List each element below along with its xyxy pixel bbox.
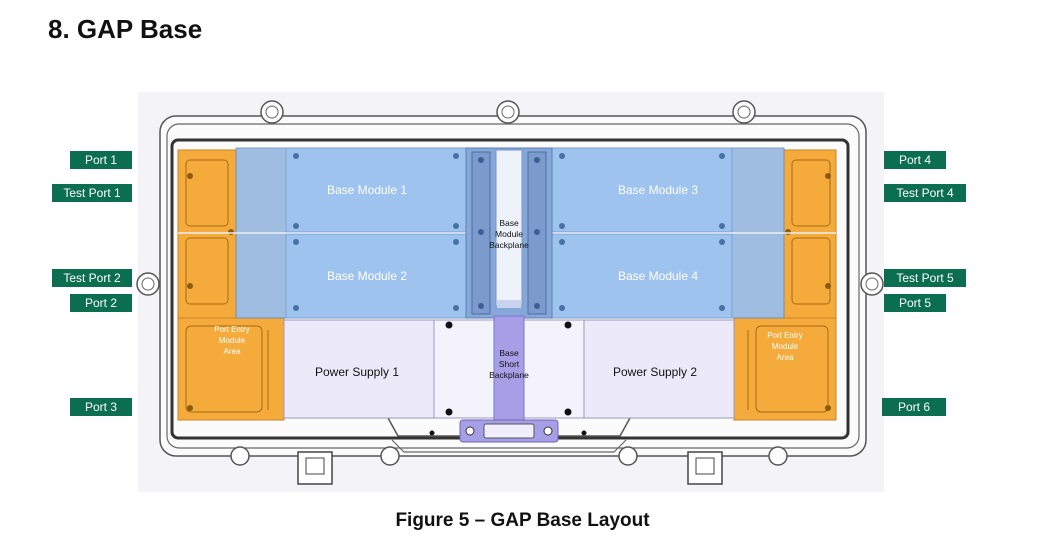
port-tag-port-6: Port 6 (882, 398, 946, 416)
port-tag-port-3: Port 3 (70, 398, 132, 416)
power-supply-2 (583, 319, 735, 419)
power-supply-1-connector (433, 319, 495, 419)
figure-caption: Figure 5 – GAP Base Layout (395, 510, 650, 531)
port-tag-test-port-2: Test Port 2 (52, 269, 132, 287)
port-tag-port-5: Port 5 (884, 294, 946, 312)
power-supply-1-label: Power Supply 1 (315, 365, 399, 379)
short-backplane-label-line-1: Base (499, 348, 519, 358)
base-module-2-label: Base Module 2 (327, 269, 407, 283)
power-supply-2-connector (523, 319, 585, 419)
left-port-entry-label-line-1: Port Entry (214, 325, 250, 334)
right-port-entry-label-line-2: Module (772, 342, 799, 351)
right-port-entry-label-line-3: Area (777, 353, 794, 362)
backplane-label-line-3: Backplane (489, 240, 529, 250)
base-module-backplane (465, 147, 553, 319)
port-tag-port-2: Port 2 (70, 294, 132, 312)
power-supply-1 (283, 319, 435, 419)
left-port-entry-block (177, 149, 237, 319)
right-port-entry-label-line-1: Port Entry (767, 331, 803, 340)
base-module-1-label: Base Module 1 (327, 183, 407, 197)
left-port-entry-label-line-2: Module (219, 336, 246, 345)
base-module-2 (285, 233, 467, 319)
backplane-label-line-1: Base (499, 218, 519, 228)
power-supply-2-label: Power Supply 2 (613, 365, 697, 379)
left-port-entry-label-line-3: Area (224, 347, 241, 356)
base-module-4 (551, 233, 733, 319)
short-backplane-label-line-3: Backplane (489, 370, 529, 380)
left-port-entry-module-area (177, 317, 285, 421)
page-heading: 8. GAP Base (48, 14, 203, 44)
port-tag-port-1: Port 1 (70, 151, 132, 169)
port-tag-test-port-5: Test Port 5 (884, 269, 966, 287)
right-port-entry-module-area (733, 317, 837, 421)
port-tag-port-4: Port 4 (884, 151, 946, 169)
port-tag-test-port-4: Test Port 4 (884, 184, 966, 202)
short-backplane-label-line-2: Short (499, 359, 520, 369)
backplane-label-line-2: Module (495, 229, 523, 239)
base-short-backplane (459, 315, 559, 443)
base-module-4-label: Base Module 4 (618, 269, 698, 283)
base-module-3-label: Base Module 3 (618, 183, 698, 197)
right-port-entry-block (783, 149, 837, 319)
port-tag-test-port-1: Test Port 1 (52, 184, 132, 202)
